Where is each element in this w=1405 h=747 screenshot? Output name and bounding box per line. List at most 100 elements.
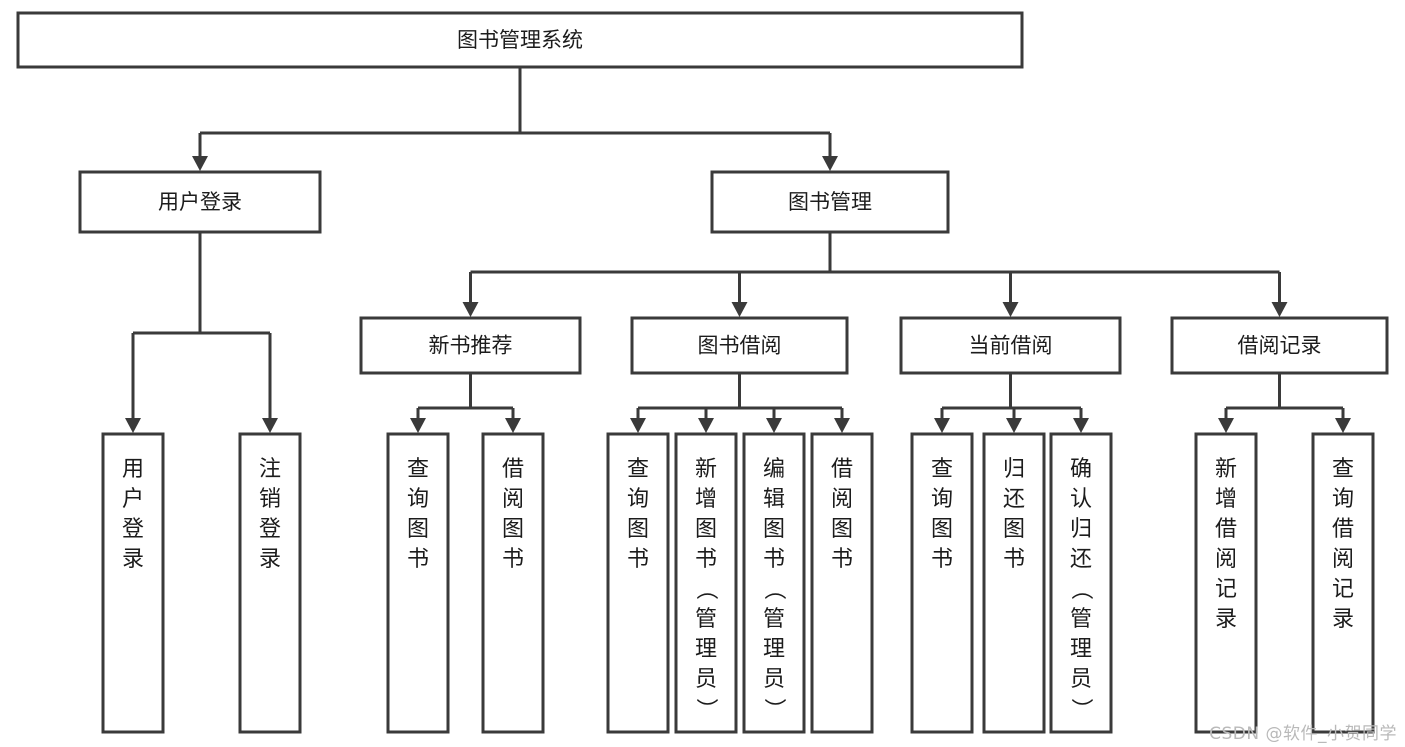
node-current-borrow[interactable]: 当前借阅 [899,316,1122,375]
arrow-head-icon [1006,418,1022,433]
node-leaf-user-login[interactable]: 用户登录 [101,432,165,734]
node-label-char: 确 [1070,457,1092,482]
node-label-char: 书 [763,547,785,572]
node-label-char: ） [1068,698,1093,720]
node-label-char: （ [761,578,786,600]
node-label-char: 阅 [1215,547,1237,572]
node-label-char: 阅 [831,487,853,512]
node-label: 借阅记录 [1238,334,1322,358]
arrow-head-icon [1271,302,1288,317]
node-label: 图书借阅 [698,334,782,358]
node-book-manage[interactable]: 图书管理 [710,170,950,234]
node-label-char: 询 [931,487,953,512]
node-label-char: ） [693,698,718,720]
node-label: 新书推荐 [429,334,513,358]
node-label-char: 还 [1003,487,1025,512]
arrow-head-icon [192,156,208,171]
node-label-char: 理 [695,637,717,662]
node-label-char: 登 [259,517,281,542]
node-box[interactable] [810,432,874,734]
node-label-char: 借 [1215,517,1237,542]
arrow-head-icon [1218,418,1234,433]
arrow-head-icon [410,418,426,433]
node-label-char: 新 [695,457,717,482]
node-new-book-rec[interactable]: 新书推荐 [359,316,582,375]
node-box[interactable] [742,432,806,734]
node-box[interactable] [1049,432,1113,734]
node-label-char: 还 [1070,547,1092,572]
node-label-char: （ [1068,578,1093,600]
node-label-char: 管 [1070,607,1092,632]
node-label-char: 注 [259,457,281,482]
node-label-char: 图 [831,517,853,542]
node-label-char: 查 [931,457,953,482]
node-box[interactable] [1170,316,1389,375]
node-box[interactable] [359,316,582,375]
node-label-char: 查 [407,457,429,482]
node-label-char: 户 [122,487,144,512]
node-user-login[interactable]: 用户登录 [78,170,322,234]
node-layer: 图书管理系统用户登录图书管理新书推荐图书借阅当前借阅借阅记录用户登录注销登录查询… [16,11,1389,734]
node-box[interactable] [481,432,545,734]
node-label-char: 增 [1215,487,1237,512]
node-label-char: 图 [695,517,717,542]
node-box[interactable] [982,432,1046,734]
node-label-char: 销 [259,487,281,512]
arrow-head-icon [1073,418,1089,433]
node-label-char: ） [761,698,786,720]
node-label-char: 阅 [1332,547,1354,572]
node-box[interactable] [910,432,974,734]
node-box[interactable] [78,170,322,234]
node-label-char: 书 [931,547,953,572]
node-label-char: 书 [695,547,717,572]
node-box[interactable] [1311,432,1375,734]
node-label-char: 询 [407,487,429,512]
arrow-head-icon [1002,302,1019,317]
node-label: 当前借阅 [969,334,1053,358]
node-box[interactable] [1194,432,1258,734]
arrow-head-icon [698,418,714,433]
node-box[interactable] [386,432,450,734]
arrow-head-icon [505,418,521,433]
node-box[interactable] [101,432,165,734]
node-label-char: 管 [763,607,785,632]
node-book-borrow[interactable]: 图书借阅 [630,316,849,375]
arrow-head-icon [1335,418,1351,433]
node-label-char: 用 [122,457,144,482]
node-label-char: 查 [627,457,649,482]
node-borrow-record[interactable]: 借阅记录 [1170,316,1389,375]
arrow-head-icon [462,302,479,317]
node-label-char: 辑 [763,487,785,512]
node-label-char: 录 [259,547,281,572]
node-box[interactable] [899,316,1122,375]
node-label-char: 书 [831,547,853,572]
node-box[interactable] [16,11,1024,69]
arrow-head-icon [262,418,278,433]
node-box[interactable] [238,432,302,734]
arrow-head-icon [766,418,782,433]
node-box[interactable] [674,432,738,734]
node-box[interactable] [606,432,670,734]
node-label-char: 增 [695,487,717,512]
node-label-char: 理 [1070,637,1092,662]
node-root[interactable]: 图书管理系统 [16,11,1024,69]
node-box[interactable] [710,170,950,234]
node-label-char: 新 [1215,457,1237,482]
node-box[interactable] [630,316,849,375]
arrow-head-icon [125,418,141,433]
node-label-char: 员 [763,667,785,692]
node-label-char: 录 [1215,607,1237,632]
